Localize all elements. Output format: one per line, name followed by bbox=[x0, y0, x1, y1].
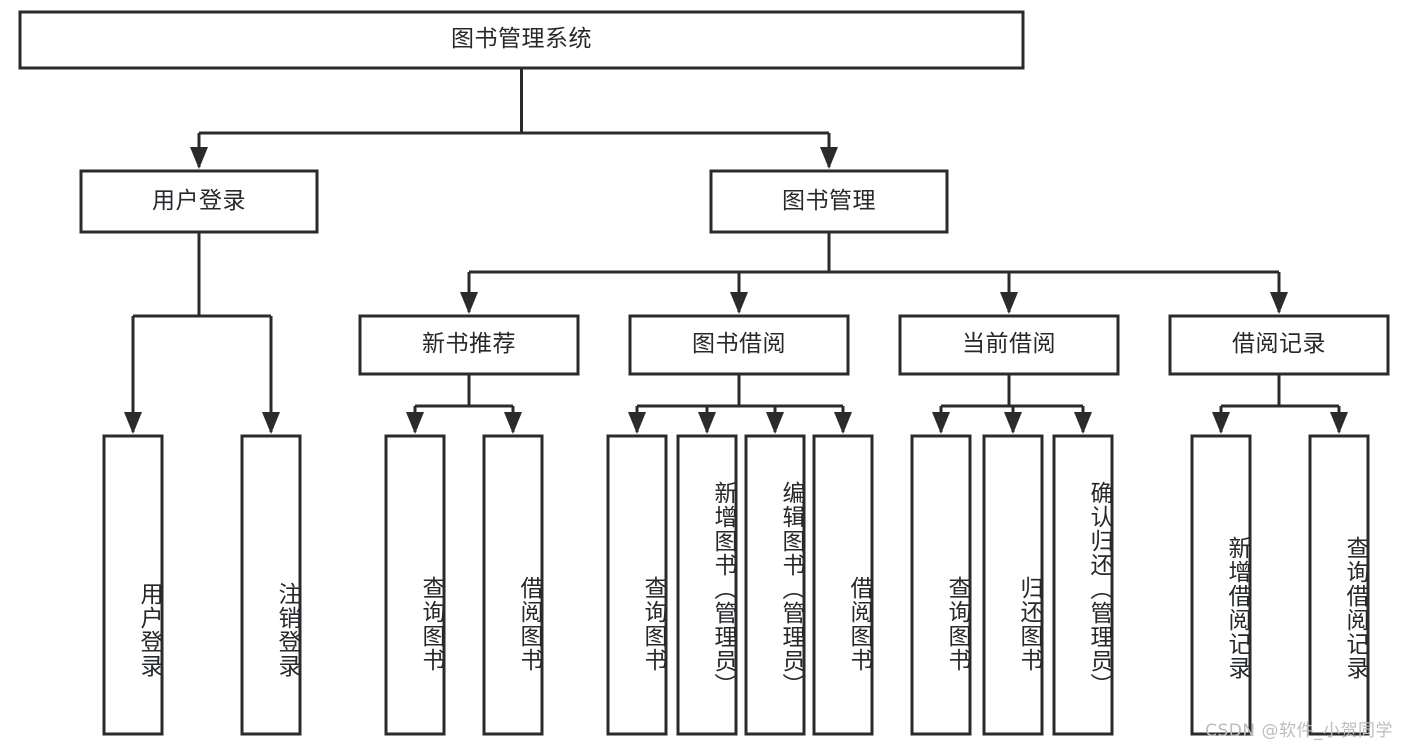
leaf-box-3[interactable] bbox=[482, 434, 544, 736]
arrow-group-3-leaf-0 bbox=[932, 412, 950, 434]
arrow-group-2-leaf-2 bbox=[766, 412, 784, 434]
level3-box-0[interactable] bbox=[358, 314, 580, 376]
arrow-group-4-leaf-0 bbox=[1212, 412, 1230, 434]
leaf-box-0[interactable] bbox=[102, 434, 164, 736]
node-boxes-layer bbox=[18, 10, 1390, 736]
level2-box-1[interactable] bbox=[709, 169, 949, 234]
connectors-layer bbox=[124, 68, 1348, 434]
arrow-group-2-leaf-1 bbox=[698, 412, 716, 434]
arrow-group-2-leaf-0 bbox=[628, 412, 646, 434]
arrow-group-0-leaf-1 bbox=[262, 412, 280, 434]
leaf-box-4[interactable] bbox=[606, 434, 668, 736]
arrow-group-3-leaf-2 bbox=[1074, 412, 1092, 434]
level3-box-2[interactable] bbox=[898, 314, 1120, 376]
arrow-to-level3-3 bbox=[1270, 292, 1288, 314]
arrow-to-level3-2 bbox=[1000, 292, 1018, 314]
leaf-box-5[interactable] bbox=[676, 434, 738, 736]
arrow-group-1-leaf-0 bbox=[406, 412, 424, 434]
arrow-to-level3-0 bbox=[460, 292, 478, 314]
arrow-group-3-leaf-1 bbox=[1004, 412, 1022, 434]
leaf-box-11[interactable] bbox=[1190, 434, 1252, 736]
leaf-box-6[interactable] bbox=[744, 434, 806, 736]
leaf-box-1[interactable] bbox=[240, 434, 302, 736]
leaf-box-10[interactable] bbox=[1052, 434, 1114, 736]
arrow-group-0-leaf-0 bbox=[124, 412, 142, 434]
level3-box-1[interactable] bbox=[628, 314, 850, 376]
arrow-group-4-leaf-1 bbox=[1330, 412, 1348, 434]
leaf-box-2[interactable] bbox=[384, 434, 446, 736]
level2-box-0[interactable] bbox=[79, 169, 319, 234]
leaf-box-8[interactable] bbox=[910, 434, 972, 736]
root-box-0[interactable] bbox=[18, 10, 1025, 70]
level3-box-3[interactable] bbox=[1168, 314, 1390, 376]
leaf-box-7[interactable] bbox=[812, 434, 874, 736]
arrow-to-level2-1 bbox=[820, 147, 838, 169]
arrow-group-1-leaf-1 bbox=[504, 412, 522, 434]
arrow-to-level3-1 bbox=[730, 292, 748, 314]
arrow-group-2-leaf-3 bbox=[834, 412, 852, 434]
leaf-box-9[interactable] bbox=[982, 434, 1044, 736]
arrow-to-level2-0 bbox=[190, 147, 208, 169]
leaf-box-12[interactable] bbox=[1308, 434, 1370, 736]
